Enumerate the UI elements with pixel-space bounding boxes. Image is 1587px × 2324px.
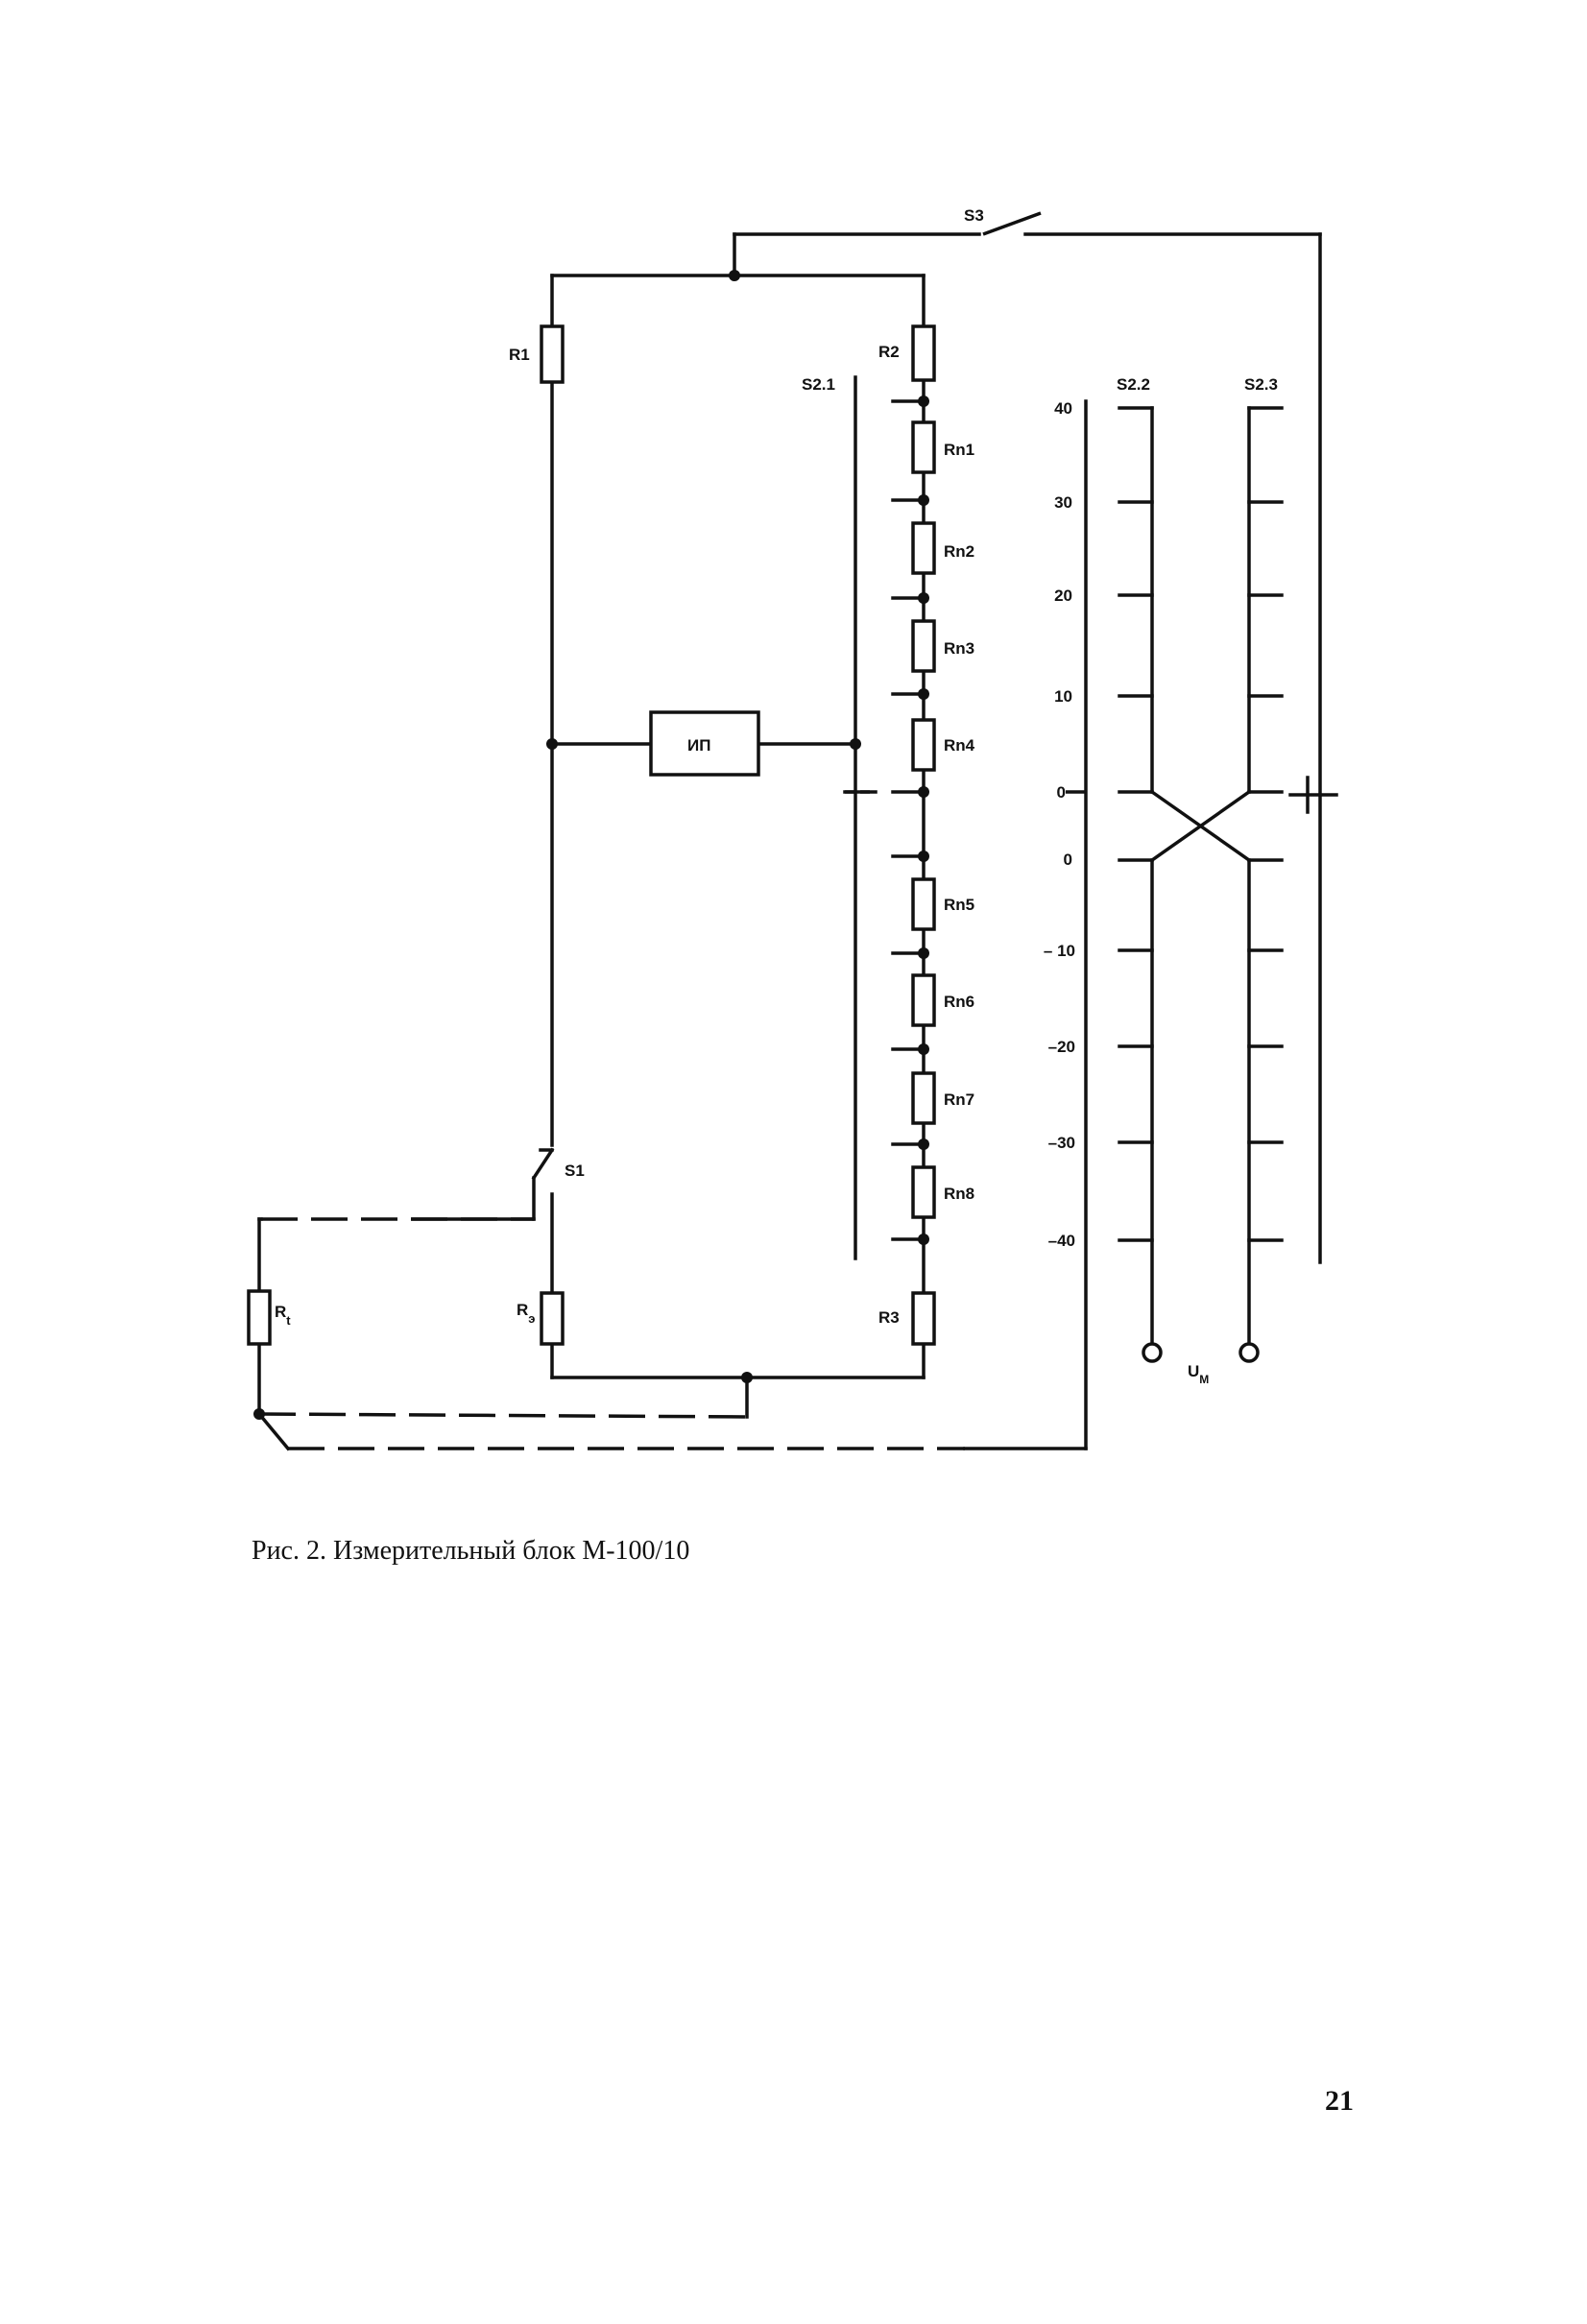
label-s3: S3	[964, 206, 984, 225]
label-um: UM	[1188, 1362, 1209, 1386]
label-re: Rэ	[517, 1301, 535, 1326]
page-number: 21	[1325, 2085, 1354, 2117]
label-r3: R3	[878, 1308, 900, 1327]
s3-contact	[982, 211, 1042, 236]
resistor-re	[540, 1291, 565, 1346]
label-rn6: Rn6	[944, 993, 974, 1011]
label-re-sub: э	[528, 1311, 535, 1326]
dashed-wires	[258, 1217, 965, 1450]
label-um-main: U	[1188, 1362, 1199, 1380]
wires	[256, 232, 1338, 1451]
scale-upper-10: 10	[1054, 687, 1072, 706]
label-s1: S1	[565, 1162, 585, 1180]
label-rn4: Rn4	[944, 736, 975, 755]
resistor-rt	[247, 1289, 272, 1346]
label-r1: R1	[509, 346, 530, 364]
junctions	[253, 270, 929, 1420]
label-rt-main: R	[275, 1303, 286, 1321]
resistor-rn1	[911, 420, 936, 474]
resistor-rn3	[911, 619, 936, 673]
label-s2-2: S2.2	[1117, 375, 1150, 394]
resistor-rn5	[911, 877, 936, 931]
scale-lower-20: –20	[1048, 1038, 1075, 1056]
scale-upper-40: 40	[1054, 399, 1072, 418]
label-rt-sub: t	[286, 1313, 291, 1328]
label-rn2: Rn2	[944, 542, 974, 561]
scale-upper-20: 20	[1054, 587, 1072, 605]
scale-lower-40: –40	[1048, 1232, 1075, 1250]
label-s2-1: S2.1	[802, 375, 835, 394]
label-rt: Rt	[275, 1303, 291, 1328]
resistor-rn4	[911, 718, 936, 772]
scale-labels: 40 30 20 10 0 0 – 10 –20 –30 –40	[1044, 399, 1075, 1250]
label-rn3: Rn3	[944, 639, 974, 658]
output-terminals	[1142, 1342, 1260, 1363]
label-rn7: Rn7	[944, 1090, 974, 1109]
scale-upper-0: 0	[1057, 783, 1066, 802]
figure-caption: Рис. 2. Измерительный блок М-100/10	[252, 1536, 690, 1566]
resistor-rn7	[911, 1071, 936, 1125]
scale-lower-0: 0	[1064, 851, 1072, 869]
resistor-r3	[911, 1291, 936, 1346]
label-r2: R2	[878, 343, 900, 361]
terminal-left	[1142, 1342, 1163, 1363]
resistor-r2	[911, 324, 936, 382]
label-rn8: Rn8	[944, 1185, 974, 1203]
meter-box	[649, 710, 760, 777]
scale-lower-10: – 10	[1044, 942, 1075, 960]
labels: S3 R1 R2 S2.1 Rn1 Rn2 Rn3 Rn4 Rn5 Rn6 Rn…	[275, 206, 1278, 1386]
label-rn5: Rn5	[944, 896, 974, 914]
label-s2-3: S2.3	[1244, 375, 1278, 394]
scale-lower-30: –30	[1048, 1134, 1075, 1152]
resistor-rn8	[911, 1165, 936, 1219]
resistor-r1	[540, 324, 565, 384]
terminal-right	[1238, 1342, 1260, 1363]
label-re-main: R	[517, 1301, 528, 1319]
label-rn1: Rn1	[944, 441, 974, 459]
switch-contacts	[982, 211, 1042, 236]
label-meter: ИП	[687, 736, 710, 755]
resistor-rn2	[911, 521, 936, 575]
label-um-sub: M	[1199, 1373, 1209, 1386]
scale-upper-30: 30	[1054, 493, 1072, 512]
resistors	[247, 324, 936, 1346]
resistor-rn6	[911, 973, 936, 1027]
